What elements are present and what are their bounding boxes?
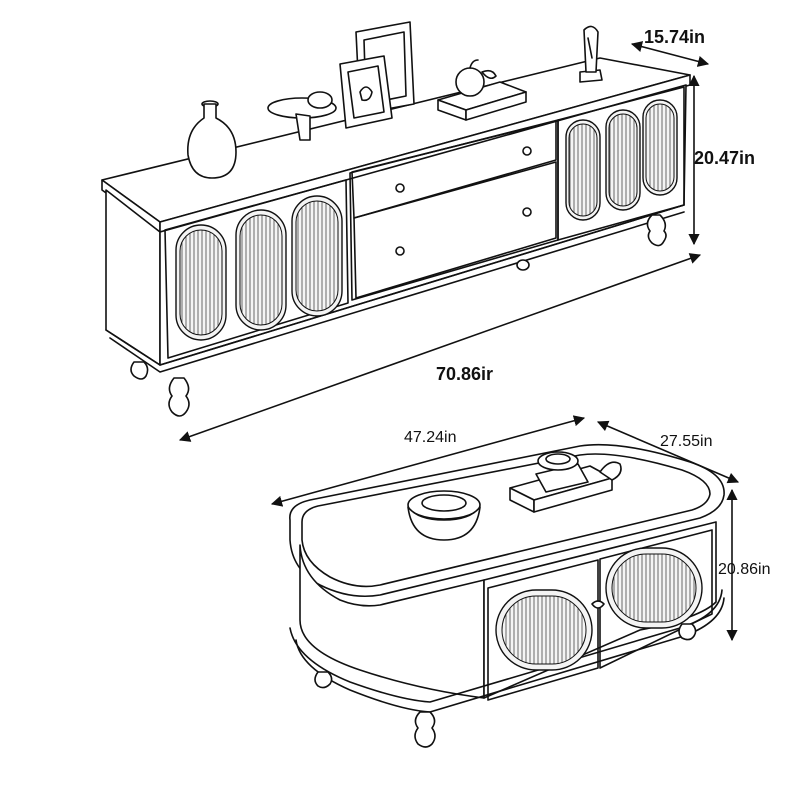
table-glass-doors (495, 547, 703, 671)
figurine (579, 25, 603, 83)
tv-cabinet: 15.74in 20.47in 70.86ir (101, 21, 755, 442)
cabinet-depth-label: 15.74in (644, 27, 705, 47)
decor-bowl (407, 490, 481, 541)
table-width-label: 27.55in (660, 433, 713, 450)
table-height-label: 20.86in (718, 561, 771, 578)
table-legs (314, 623, 697, 748)
coffee-table: 47.24in 27.55in 20.86in (270, 415, 771, 748)
picture-frames (339, 21, 415, 129)
drawer-knob (522, 146, 532, 156)
right-glass-doors (565, 99, 678, 221)
width-dimension-line (178, 253, 702, 442)
books-and-apple (437, 59, 527, 121)
table-width-line (596, 420, 740, 484)
table-length-line (270, 415, 586, 507)
cabinet-height-label: 20.47in (694, 148, 755, 168)
drawer-knob (395, 183, 405, 193)
drawer-knob (522, 207, 532, 217)
depth-dimension-line (630, 41, 710, 67)
drawer-knob (395, 246, 405, 256)
cabinet-width-label: 70.86ir (436, 364, 493, 384)
table-length-label: 47.24in (404, 429, 457, 446)
vase (187, 100, 237, 179)
table-lamp (267, 91, 337, 141)
